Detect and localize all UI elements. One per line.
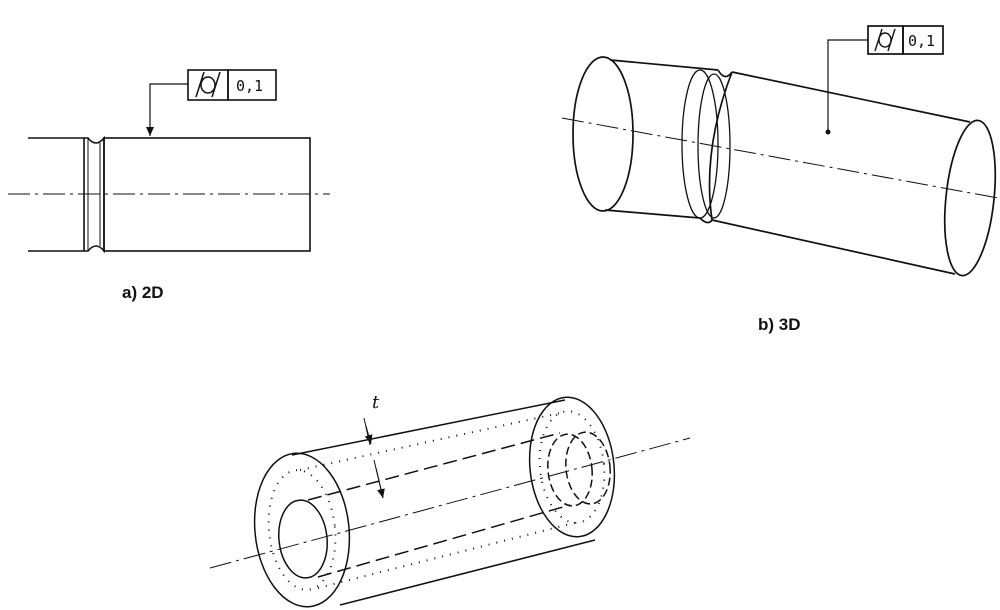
cylindricity-symbol-icon xyxy=(874,28,896,52)
shaft-end-3d xyxy=(943,119,997,277)
left-end-inner xyxy=(278,499,328,579)
tolerance-value-b: 0,1 xyxy=(908,32,935,50)
shaft-body-3d xyxy=(711,71,971,275)
caption-a: a) 2D xyxy=(122,283,164,302)
figure-b-3d xyxy=(561,25,999,277)
cylindricity-symbol-icon xyxy=(195,71,221,98)
tube-outline xyxy=(291,399,596,606)
left-end-outer xyxy=(253,452,351,608)
dimension-label-t: t xyxy=(372,392,380,413)
leader-b xyxy=(827,39,840,130)
axis-c xyxy=(209,437,691,569)
left-cylinder xyxy=(604,59,719,219)
leader-a xyxy=(146,83,188,136)
tolerance-frame-a xyxy=(187,69,229,101)
tolerance-frame-b xyxy=(867,25,904,55)
right-end-outer xyxy=(528,396,616,538)
tolerance-value-a: 0,1 xyxy=(236,77,263,95)
figure-c-tolerance-zone xyxy=(209,396,691,608)
centerline-b xyxy=(561,117,999,199)
figure-a-2d xyxy=(8,69,330,254)
caption-b: b) 3D xyxy=(758,315,801,334)
